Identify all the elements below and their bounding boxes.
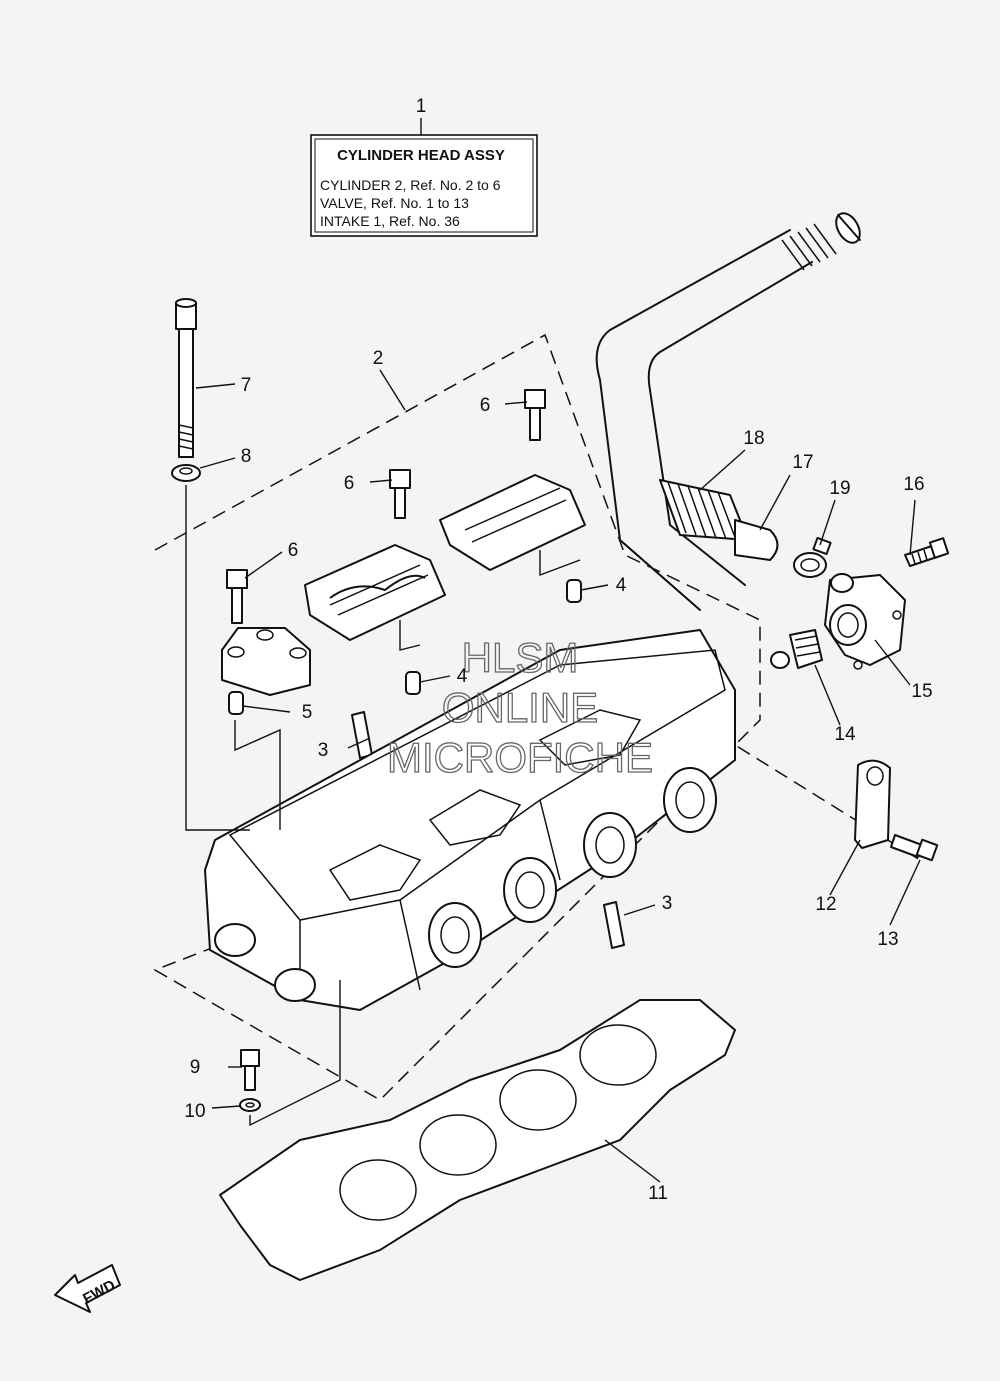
dowel-4-right	[566, 579, 582, 603]
pin-3-bottom	[603, 901, 625, 949]
watermark-line-1: HLSM	[462, 634, 579, 681]
thermostat	[770, 629, 823, 669]
callout-18: 18	[743, 428, 764, 449]
water-hose	[595, 212, 861, 611]
callout-8: 8	[241, 446, 252, 467]
dowel-4-center	[405, 671, 421, 695]
callouts: 1 2 7 8 6 6 6 4 4 5 3 3 9 10 11 12 13 14…	[184, 96, 932, 1204]
callout-6-left: 6	[288, 540, 299, 561]
camshaft-cap-right	[439, 389, 586, 571]
hose-clamp	[793, 536, 832, 578]
hose-joint	[659, 479, 779, 561]
forward-arrow: FWD	[54, 1264, 121, 1313]
bolt-16	[904, 537, 950, 567]
hose-corrugation-top	[781, 223, 837, 271]
callout-3-top: 3	[318, 740, 329, 761]
callout-16: 16	[903, 474, 924, 495]
dowel-5	[228, 691, 244, 715]
watermark: HLSM ONLINE MICROFICHE	[386, 633, 653, 781]
callout-2: 2	[373, 348, 384, 369]
watermark-line-3: MICROFICHE	[387, 734, 653, 781]
info-box-line-3: INTAKE 1, Ref. No. 36	[320, 213, 460, 229]
callout-7: 7	[241, 375, 252, 396]
callout-3-bottom: 3	[662, 893, 673, 914]
bolt-13	[890, 834, 939, 862]
callout-5: 5	[302, 702, 313, 723]
callout-1: 1	[416, 96, 427, 117]
long-bolt-7	[175, 298, 197, 458]
callout-6-middle: 6	[344, 473, 355, 494]
cylinder-head	[204, 629, 736, 1011]
callout-13: 13	[877, 929, 898, 950]
watermark-line-2: ONLINE	[442, 684, 598, 731]
callout-15: 15	[911, 681, 932, 702]
thermostat-cover	[824, 573, 906, 670]
callout-10: 10	[184, 1101, 205, 1122]
info-box-title: CYLINDER HEAD ASSY	[337, 147, 505, 164]
callout-9: 9	[190, 1057, 201, 1078]
callout-17: 17	[792, 452, 813, 473]
bolt-9	[240, 1049, 260, 1091]
washer-10	[239, 1098, 261, 1112]
callout-4-right: 4	[616, 575, 627, 596]
callout-6-top: 6	[480, 395, 491, 416]
pin-3-top	[351, 711, 373, 759]
bracket-12	[854, 759, 891, 849]
camshaft-cap-center	[304, 469, 446, 641]
info-box-line-1: CYLINDER 2, Ref. No. 2 to 6	[320, 177, 501, 193]
callout-19: 19	[829, 478, 850, 499]
washer-8	[171, 464, 201, 482]
callout-12: 12	[815, 894, 836, 915]
info-box-line-2: VALVE, Ref. No. 1 to 13	[320, 195, 469, 211]
info-box: CYLINDER HEAD ASSY CYLINDER 2, Ref. No. …	[310, 118, 538, 237]
callout-14: 14	[834, 724, 856, 745]
callout-11: 11	[648, 1183, 668, 1204]
leader-lines	[185, 369, 921, 1183]
bolt-6-left	[221, 569, 311, 696]
callout-4-center: 4	[457, 666, 468, 687]
head-gasket	[219, 999, 736, 1281]
